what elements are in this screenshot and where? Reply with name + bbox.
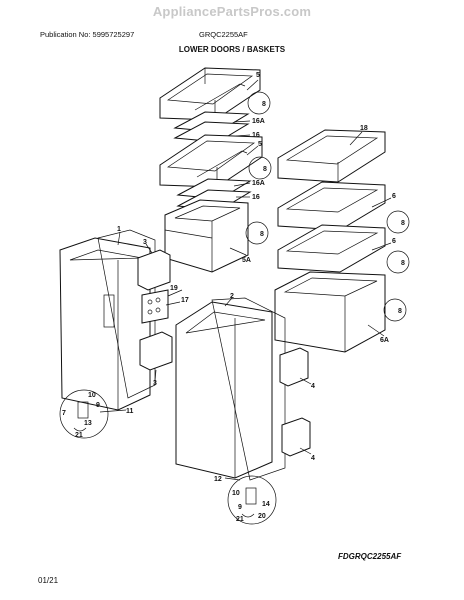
right-door-gasket[interactable] xyxy=(211,297,286,481)
callout-16: 16 xyxy=(252,132,260,139)
leader-lines xyxy=(99,79,392,481)
callout-2: 2 xyxy=(230,293,234,300)
callout-6a: 6A xyxy=(380,337,389,344)
callout-12: 12 xyxy=(214,476,222,483)
callout-6: 6 xyxy=(392,193,396,200)
callout-10: 10 xyxy=(88,392,96,399)
callout-4: 4 xyxy=(311,383,315,390)
callout-5a: 5A xyxy=(242,257,251,264)
callout-7: 7 xyxy=(62,410,66,417)
callout-8: 8 xyxy=(260,231,264,238)
callout-16a: 16A xyxy=(252,180,265,187)
callout-16a: 16A xyxy=(252,118,265,125)
callout-11: 11 xyxy=(126,408,134,415)
callout-19: 19 xyxy=(170,285,178,292)
callout-8: 8 xyxy=(398,308,402,315)
callout-14: 14 xyxy=(262,501,270,508)
callout-3: 3 xyxy=(143,239,147,246)
door-bin-3-upper[interactable] xyxy=(137,249,171,291)
callout-18: 18 xyxy=(360,125,368,132)
callout-3: 3 xyxy=(153,380,157,387)
callout-21: 21 xyxy=(75,432,83,439)
bin-6a[interactable] xyxy=(274,271,386,353)
callout-5: 5 xyxy=(256,72,260,79)
callout-8: 8 xyxy=(262,101,266,108)
callout-17: 17 xyxy=(181,297,189,304)
basket-5-upper[interactable] xyxy=(159,67,261,121)
shelf-18[interactable] xyxy=(277,129,386,183)
callout-21: 21 xyxy=(236,516,244,523)
watermark: AppliancePartsPros.com xyxy=(152,4,312,19)
hinge-detail-left xyxy=(59,389,109,439)
callout-10: 10 xyxy=(232,490,240,497)
callout-5: 5 xyxy=(258,141,262,148)
door-bin-4-upper[interactable] xyxy=(279,347,309,387)
left-door[interactable] xyxy=(59,237,151,411)
callout-13: 13 xyxy=(84,420,92,427)
callout-9: 9 xyxy=(96,402,100,409)
right-door[interactable] xyxy=(175,301,273,479)
callout-4: 4 xyxy=(311,455,315,462)
model-number: GRQC2255AF xyxy=(199,30,248,39)
callout-16: 16 xyxy=(252,194,260,201)
bin-5a[interactable] xyxy=(164,199,249,273)
callout-6: 6 xyxy=(392,238,396,245)
callout-8: 8 xyxy=(401,220,405,227)
publication-number: Publication No: 5995725297 xyxy=(40,30,135,39)
callout-8: 8 xyxy=(401,260,405,267)
callout-20: 20 xyxy=(258,513,266,520)
shelf-6-upper[interactable] xyxy=(277,181,386,231)
diagram-code: FDGRQC2255AF xyxy=(338,552,402,561)
basket-5-middle[interactable] xyxy=(159,134,263,188)
callout-1: 1 xyxy=(117,226,121,233)
controls-17-19[interactable] xyxy=(141,289,169,324)
page-title: LOWER DOORS / BASKETS xyxy=(178,45,286,54)
revision-date: 01/21 xyxy=(38,576,59,585)
callout-9: 9 xyxy=(238,504,242,511)
door-bin-4-lower[interactable] xyxy=(281,417,311,457)
door-bin-3-lower[interactable] xyxy=(139,331,173,371)
shelf-6-lower[interactable] xyxy=(277,224,386,273)
screw-circles xyxy=(245,91,410,322)
hinge-detail-right xyxy=(227,475,277,525)
callout-8: 8 xyxy=(263,166,267,173)
